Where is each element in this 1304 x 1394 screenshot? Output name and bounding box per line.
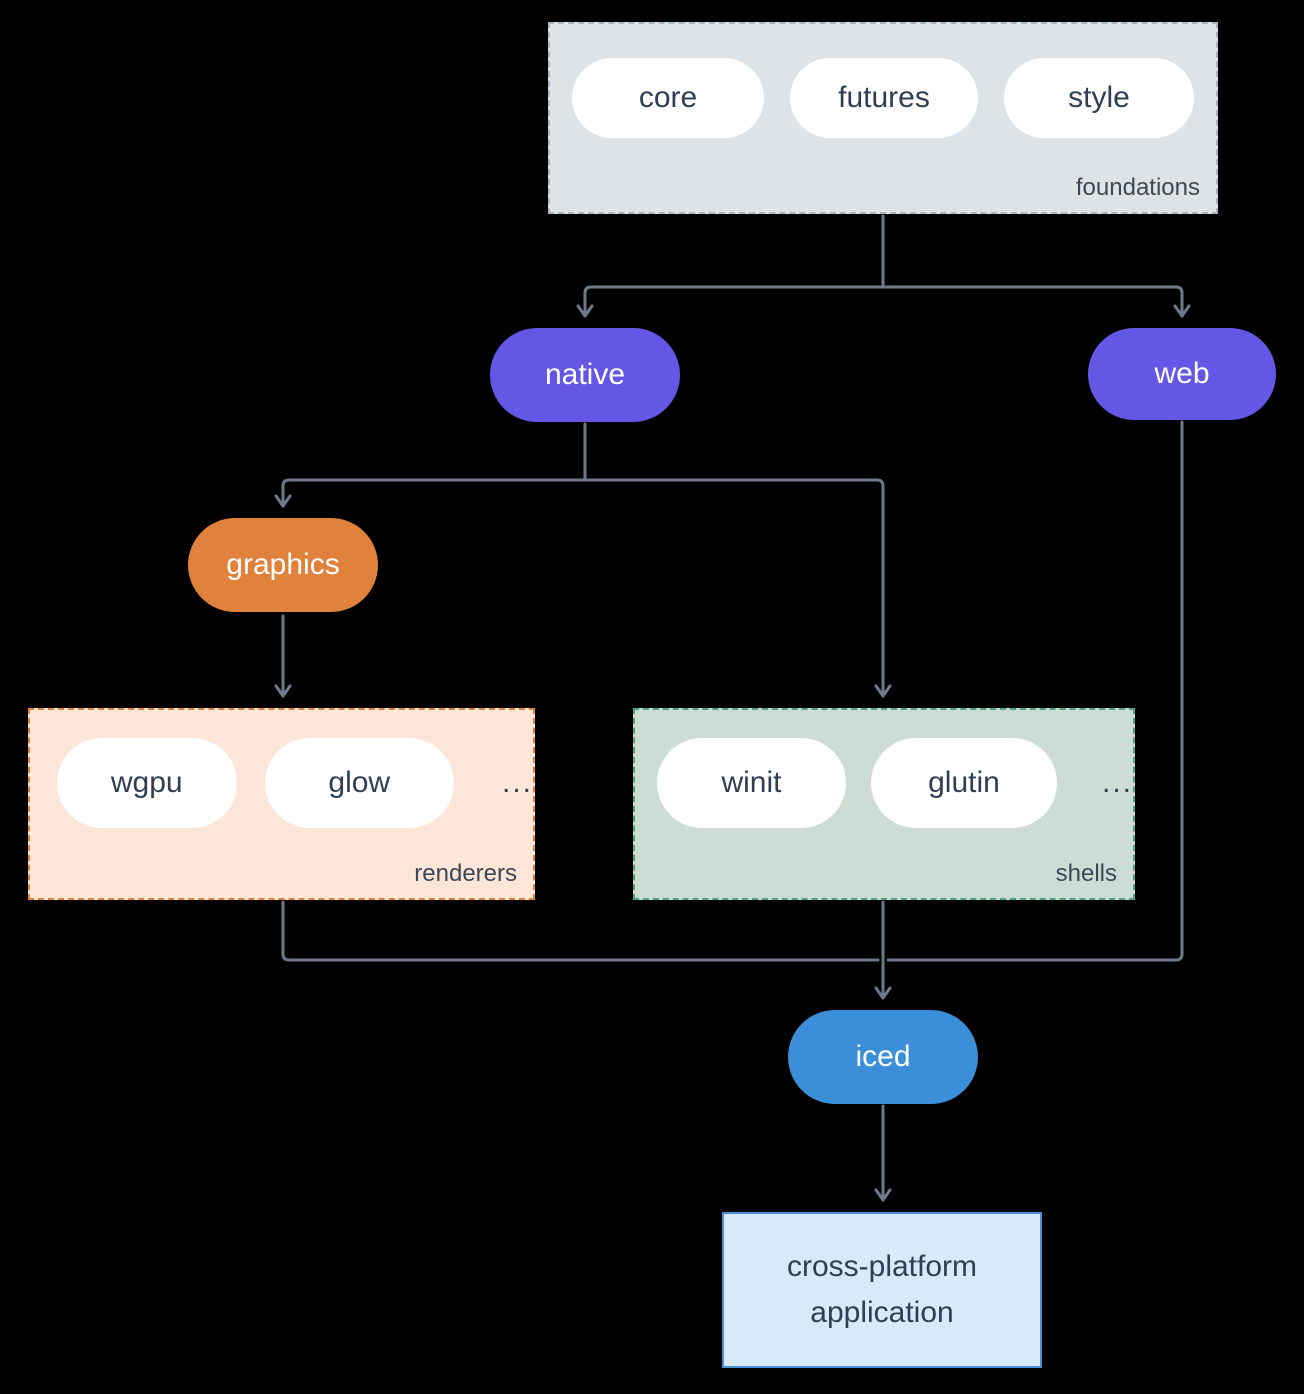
node-graphics: graphics — [188, 518, 378, 612]
group-shells: winit glutin ... shells — [633, 708, 1135, 900]
foundations-pill-row: core futures style — [550, 24, 1216, 138]
node-web: web — [1088, 328, 1276, 420]
edge-native-shells — [583, 478, 892, 698]
edge-native-graphics — [274, 478, 587, 508]
edge-foundations-native — [576, 285, 885, 318]
renderers-pill-row: wgpu glow ... — [30, 710, 533, 828]
node-iced: iced — [788, 1010, 978, 1104]
node-glutin: glutin — [870, 738, 1057, 828]
shells-group-label: shells — [1055, 860, 1117, 887]
node-cross-platform-application: cross-platform application — [722, 1212, 1042, 1368]
renderers-ellipsis: ... — [501, 766, 533, 799]
group-renderers: wgpu glow ... renderers — [28, 708, 535, 900]
node-core: core — [572, 58, 764, 138]
node-native: native — [490, 328, 680, 422]
foundations-group-label: foundations — [1075, 174, 1200, 201]
edge-renderers-merge — [281, 900, 880, 962]
edge-foundations-web — [881, 285, 1191, 318]
shells-pill-row: winit glutin ... — [635, 710, 1133, 828]
node-futures: futures — [790, 58, 978, 138]
node-wgpu: wgpu — [57, 738, 237, 828]
renderers-group-label: renderers — [414, 860, 517, 887]
node-style: style — [1004, 58, 1194, 138]
node-glow: glow — [264, 738, 454, 828]
shells-ellipsis: ... — [1101, 766, 1133, 799]
application-label: cross-platform application — [786, 1249, 978, 1330]
group-foundations: core futures style foundations — [548, 22, 1218, 214]
node-winit: winit — [657, 738, 846, 828]
